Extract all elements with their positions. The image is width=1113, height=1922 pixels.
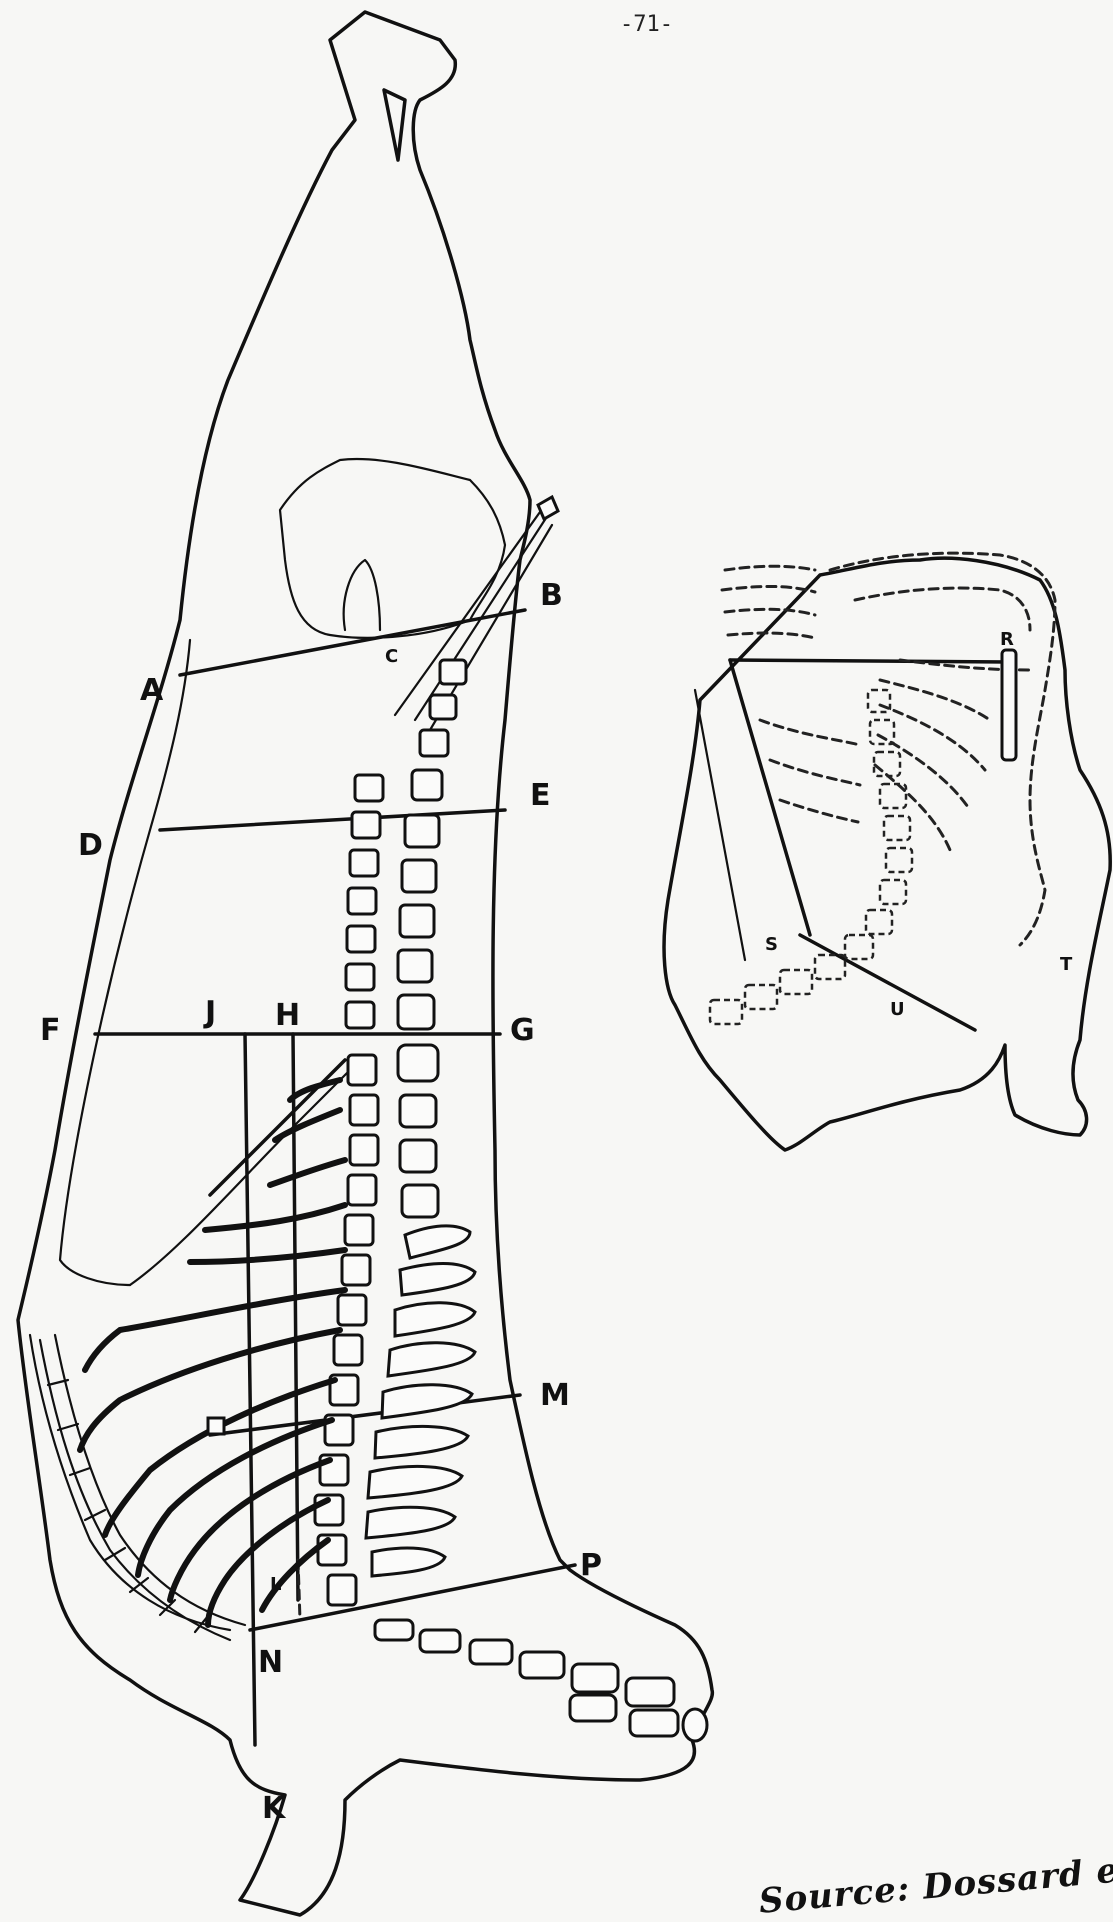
label-e: E [530, 778, 551, 813]
label-f: F [40, 1013, 61, 1048]
hip-joint [538, 497, 558, 519]
inset-rib-3 [878, 735, 970, 810]
label-c: C [385, 646, 398, 667]
cut-line-j [245, 1034, 255, 1745]
main-labels: A B C D E F J H G M P N K L [40, 578, 602, 1826]
label-h: H [275, 998, 300, 1033]
l-marker [208, 1418, 224, 1434]
inset-cut-s-diag [730, 660, 810, 935]
label-l: L [270, 1574, 281, 1595]
inset-dashed-2 [722, 586, 815, 592]
inset-dashed-4 [728, 633, 815, 638]
inset-spine [710, 690, 912, 1024]
inset-cut-s-r [730, 660, 1008, 662]
pelvis-inner [344, 560, 380, 630]
spine-right [398, 660, 466, 1217]
main-carcass [18, 12, 712, 1915]
label-d: D [78, 828, 103, 863]
label-a: A [140, 673, 164, 708]
inset-scapula-inner [855, 588, 1030, 630]
cut-line-a-b [180, 610, 525, 675]
cut-line-l-m [210, 1395, 520, 1435]
hock-slit [384, 90, 405, 160]
label-m: M [540, 1378, 570, 1413]
label-j: J [203, 995, 216, 1030]
inset-rib-6 [770, 760, 860, 785]
inset-scapula [830, 553, 1055, 945]
cut-line-d-e [160, 810, 505, 830]
label-s: S [765, 934, 778, 955]
inset-diagram [664, 553, 1110, 1150]
pelvis-outline [280, 459, 505, 638]
transverse-processes [366, 1226, 475, 1576]
label-r: R [1000, 629, 1014, 650]
inset-labels: R S T U [765, 629, 1073, 1020]
inset-rib-2 [880, 705, 985, 770]
label-b: B [540, 578, 563, 613]
inset-dashed-1 [725, 566, 815, 570]
inset-cut-s-u [800, 935, 975, 1030]
inset-rib-1 [880, 680, 990, 720]
inset-line-left [695, 690, 745, 960]
label-n: N [258, 1645, 283, 1680]
hip-bone-2 [415, 515, 548, 720]
label-g: G [510, 1013, 535, 1048]
label-u: U [890, 999, 905, 1020]
label-k: K [262, 1791, 287, 1826]
label-p: P [580, 1548, 602, 1583]
inset-rib-7 [780, 800, 858, 822]
ribs [80, 1080, 345, 1625]
cut-line-diagonal [210, 1060, 345, 1195]
tail-vertebrae [375, 1620, 707, 1741]
flank-line [60, 640, 190, 1285]
cut-line-h-dashed [298, 1560, 300, 1620]
inset-r-bar [1002, 650, 1016, 760]
inset-rib-5 [760, 720, 860, 745]
label-t: T [1060, 954, 1073, 975]
inset-dashed-3 [725, 609, 815, 615]
